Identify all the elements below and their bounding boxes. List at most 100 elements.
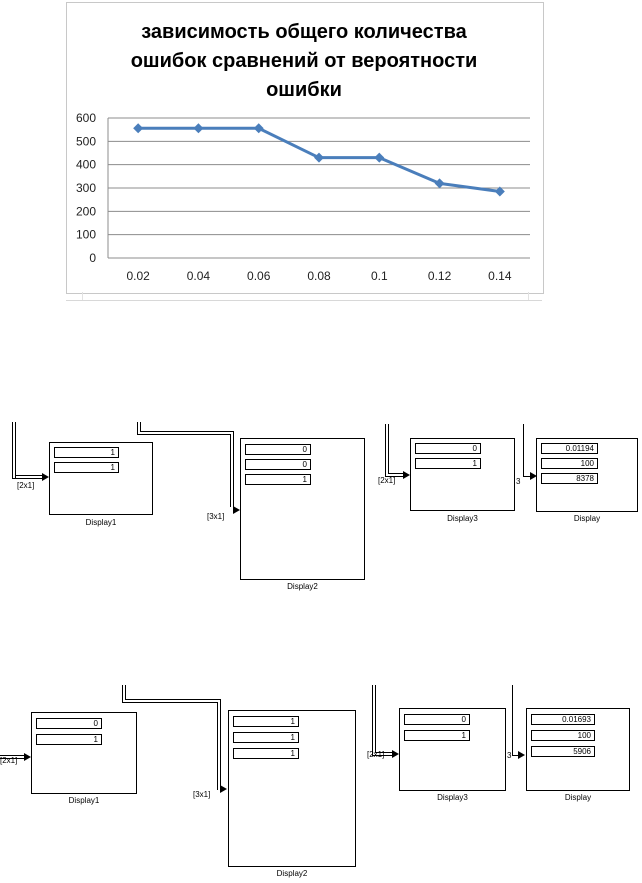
- x-tick-label: 0.12: [428, 269, 452, 283]
- signal-wire: [0, 755, 25, 756]
- display-block[interactable]: 0.01693 100 5906: [526, 708, 630, 791]
- display-value: 0: [245, 444, 311, 455]
- display-value: 1: [415, 458, 481, 469]
- x-tick-label: 0.02: [126, 269, 150, 283]
- data-point-marker: [253, 123, 264, 134]
- display-value: 1: [233, 748, 299, 759]
- signal-wire: [137, 434, 230, 435]
- signal-dimension-label: [2x1]: [17, 481, 35, 490]
- chart-title-line-2: ошибок сравнений от вероятности: [130, 50, 478, 72]
- signal-wire: [512, 685, 513, 755]
- y-tick-label: 300: [76, 181, 96, 195]
- display2-block[interactable]: 1 1 1: [228, 710, 356, 867]
- block-label: Display2: [276, 869, 308, 878]
- arrow-icon: [518, 751, 525, 759]
- signal-wire: [375, 685, 376, 752]
- display3-block[interactable]: 0 1: [399, 708, 506, 791]
- data-point-marker: [133, 123, 144, 134]
- arrow-icon: [220, 785, 227, 793]
- y-tick-label: 600: [76, 111, 96, 125]
- signal-wire: [12, 422, 13, 478]
- arrow-icon: [392, 750, 399, 758]
- display-value: 100: [531, 730, 595, 741]
- x-tick-label: 0.04: [187, 269, 211, 283]
- chart-grid: [107, 117, 530, 259]
- chart-title-line-1: зависимость общего количества: [141, 21, 467, 43]
- signal-wire: [15, 422, 16, 478]
- signal-wire: [385, 476, 404, 477]
- signal-wire: [523, 424, 524, 477]
- signal-wire: [122, 702, 217, 703]
- display-value: 1: [404, 730, 470, 741]
- data-point-marker: [494, 186, 505, 197]
- signal-wire: [122, 685, 123, 702]
- y-tick-label: 100: [76, 228, 96, 242]
- signal-wire: [15, 475, 43, 476]
- block-label: Display3: [437, 793, 468, 802]
- display-value: 5906: [531, 746, 595, 757]
- signal-wire: [372, 685, 373, 755]
- page-rule-tick: [528, 292, 529, 300]
- signal-wire: [125, 699, 220, 700]
- display2-block[interactable]: 0 0 1: [240, 438, 365, 580]
- chart-title: зависимость общего количества ошибок сра…: [66, 18, 542, 105]
- signal-wire: [217, 702, 218, 790]
- signal-wire: [375, 752, 393, 753]
- signal-wire: [372, 755, 393, 756]
- data-point-marker: [374, 152, 385, 163]
- display1-block[interactable]: 1 1: [49, 442, 153, 515]
- chart-series: [133, 123, 505, 197]
- arrow-icon: [42, 473, 49, 481]
- signal-dimension-label: [3x1]: [207, 512, 225, 521]
- signal-wire: [388, 424, 389, 473]
- arrow-icon: [233, 506, 240, 514]
- display-value: 1: [36, 734, 102, 745]
- signal-wire: [388, 473, 404, 474]
- display-value: 100: [541, 458, 598, 469]
- block-label: Display1: [85, 518, 117, 527]
- page-rule: [66, 300, 542, 301]
- signal-dimension-label: [3x1]: [193, 790, 211, 799]
- signal-wire: [523, 476, 532, 477]
- display-value: 0: [415, 443, 481, 454]
- data-point-marker: [314, 152, 324, 163]
- display-value: 8378: [541, 473, 598, 484]
- display-value: 0: [245, 459, 311, 470]
- display-value: 1: [233, 716, 299, 727]
- arrow-icon: [24, 753, 31, 761]
- display-value: 0.01194: [541, 443, 598, 454]
- arrow-icon: [403, 471, 410, 479]
- y-tick-label: 0: [89, 251, 96, 265]
- x-tick-label: 0.08: [307, 269, 331, 283]
- block-label: Display1: [68, 796, 100, 805]
- data-point-marker: [193, 123, 204, 134]
- signal-wire: [140, 431, 233, 432]
- x-tick-label: 0.06: [247, 269, 271, 283]
- signal-dimension-label: [2x1]: [378, 476, 396, 485]
- signal-dimension-label: 3: [507, 751, 512, 760]
- signal-dimension-label: [2x1]: [367, 750, 385, 759]
- block-label: Display3: [447, 514, 478, 523]
- y-tick-label: 500: [76, 134, 96, 148]
- signal-wire: [230, 434, 231, 507]
- display-value: 1: [245, 474, 311, 485]
- signal-dimension-label: [2x1]: [0, 756, 18, 765]
- page-rule-tick: [82, 292, 83, 300]
- display-value: 1: [233, 732, 299, 743]
- signal-wire: [220, 699, 221, 790]
- display3-block[interactable]: 0 1: [410, 438, 515, 511]
- signal-wire: [385, 424, 386, 476]
- signal-wire: [512, 755, 520, 756]
- chart-frame: [66, 2, 544, 294]
- block-label: Display2: [287, 582, 318, 591]
- y-tick-label: 200: [76, 204, 96, 218]
- display1-block[interactable]: 0 1: [31, 712, 137, 794]
- signal-wire: [137, 422, 138, 434]
- block-label: Display: [564, 793, 592, 802]
- signal-wire: [0, 758, 25, 759]
- display-value: 1: [54, 447, 119, 458]
- display-block[interactable]: 0.01194 100 8378: [536, 438, 638, 512]
